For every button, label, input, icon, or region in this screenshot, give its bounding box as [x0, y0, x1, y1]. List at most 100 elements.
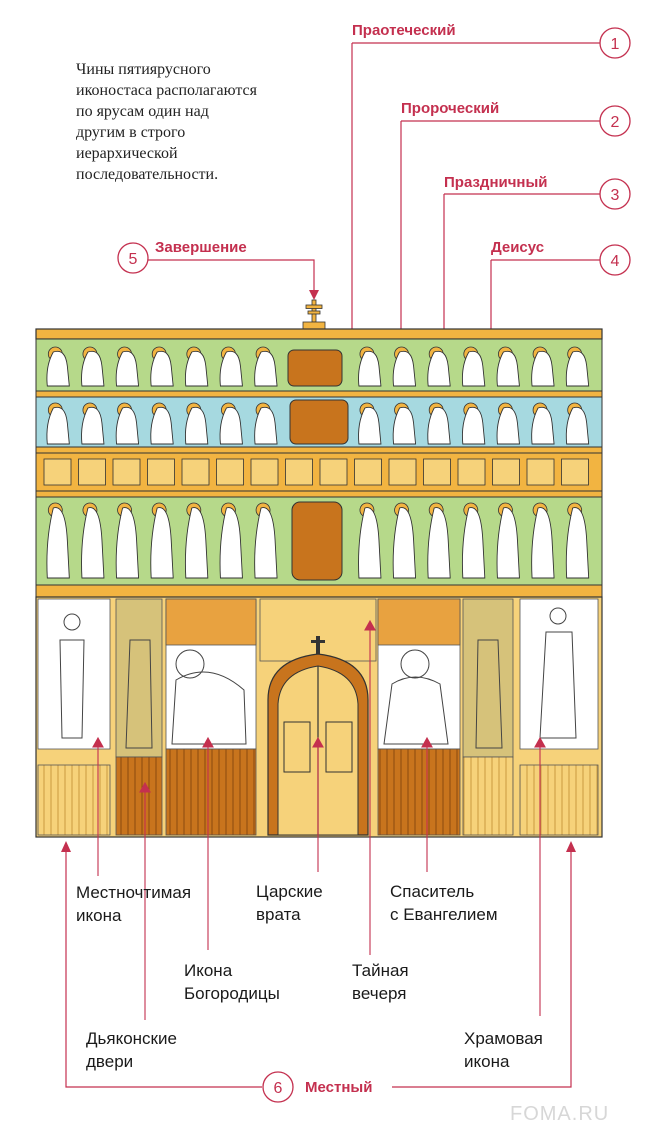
figures-row-deesis — [46, 502, 590, 579]
tier-4-label: Деисус — [491, 239, 544, 256]
feast-icons-row — [43, 458, 589, 486]
deacon-door-left — [115, 598, 163, 758]
saint-figure — [427, 507, 451, 579]
deacon-door-right — [462, 598, 514, 758]
caption-theotokos-icon: Икона Богородицы — [184, 961, 280, 1003]
caption-temple-icon: Храмовая икона — [464, 1029, 548, 1071]
tier-5-label: Завершение — [155, 239, 247, 256]
feast-icon — [526, 458, 555, 486]
intro-line: Чины пятиярусного — [76, 61, 211, 78]
saint-figure — [219, 507, 243, 579]
tier-2-number: 2 — [611, 114, 620, 131]
feast-icon — [181, 458, 210, 486]
caption-deacon-doors: Дьяконские двери — [86, 1029, 182, 1071]
feast-icon — [78, 458, 106, 486]
feast-icon — [423, 458, 451, 486]
tier-6-number: 6 — [274, 1080, 283, 1097]
feast-icon — [285, 458, 313, 486]
feast-icon — [250, 458, 279, 486]
saint-figure — [150, 350, 174, 387]
saint-figure — [115, 406, 140, 445]
saint-figure — [427, 406, 451, 445]
saint-figure — [115, 507, 140, 579]
saint-figure — [81, 507, 105, 579]
feast-icon — [561, 458, 589, 486]
saint-figure — [46, 406, 70, 445]
saint-figure — [358, 350, 382, 387]
intro-line: по ярусам один над — [76, 103, 209, 120]
saint-figure — [496, 406, 520, 445]
feast-icon — [457, 458, 486, 486]
saint-figure — [184, 406, 209, 445]
feast-icon — [147, 458, 175, 486]
tier-1-label: Праотеческий — [352, 22, 456, 39]
saint-figure — [254, 350, 278, 387]
saint-figure — [358, 406, 382, 445]
saint-figure — [531, 406, 555, 445]
tier-5-number: 5 — [129, 251, 138, 268]
saint-figure — [496, 350, 520, 387]
saint-figure — [461, 507, 486, 579]
intro-line: иконостаса располагаются — [76, 82, 258, 99]
saint-figure — [184, 507, 209, 579]
feast-icon — [319, 458, 348, 486]
intro-text: Чины пятиярусного иконостаса располагают… — [76, 61, 261, 183]
saint-figure — [254, 507, 278, 579]
saint-figure — [46, 350, 70, 387]
saint-figure — [531, 350, 555, 387]
tier-3-number: 3 — [611, 187, 620, 204]
saint-figure — [150, 406, 174, 445]
feast-icon — [388, 458, 417, 486]
figures-row-forefathers — [46, 346, 590, 387]
cross-icon — [302, 299, 326, 330]
iconostasis — [35, 299, 603, 838]
caption-last-supper: Тайная вечеря — [352, 961, 413, 1003]
saint-figure — [565, 507, 590, 579]
feast-icon — [354, 458, 382, 486]
saint-figure — [461, 406, 486, 445]
intro-line: другим в строго — [76, 124, 185, 141]
saint-figure — [358, 507, 382, 579]
tier-label-5: 5 Завершение — [117, 239, 319, 300]
saint-figure — [565, 406, 590, 445]
watermark: FOMA.RU — [510, 1103, 609, 1125]
saint-figure — [254, 406, 278, 445]
feast-icon — [216, 458, 244, 486]
caption-pointers — [92, 619, 546, 1020]
caption-local-icon: Местночтимая икона — [76, 883, 196, 925]
saint-figure — [531, 507, 555, 579]
intro-line: последовательности. — [76, 166, 218, 183]
saint-figure — [427, 350, 451, 387]
caption-royal-doors: Царские врата — [256, 882, 327, 924]
saint-figure — [59, 607, 577, 749]
saint-figure — [81, 406, 105, 445]
local-icon-panel — [37, 598, 111, 750]
saint-figure — [392, 507, 417, 579]
saint-figure — [392, 406, 417, 445]
saint-figure — [565, 350, 590, 387]
tier-1-number: 1 — [611, 36, 620, 53]
tier-label-6: 6 Местный — [61, 841, 576, 1103]
tier-6-label: Местный — [305, 1079, 372, 1096]
temple-icon-panel — [519, 598, 599, 750]
saint-figure — [392, 350, 417, 387]
tier-2-label: Пророческий — [401, 100, 499, 117]
intro-line: иерархической — [76, 145, 178, 162]
feast-icon — [492, 458, 520, 486]
tier-3-label: Праздничный — [444, 174, 548, 191]
saint-figure — [496, 507, 520, 579]
saint-figure — [184, 350, 209, 387]
tier-4-number: 4 — [611, 253, 620, 270]
saint-figure — [46, 507, 70, 579]
saint-figure — [219, 350, 243, 387]
saint-figure — [81, 350, 105, 387]
saint-figure — [115, 350, 140, 387]
caption-saviour: Спаситель с Евангелием — [390, 882, 498, 924]
saint-figure — [150, 507, 174, 579]
feast-icon — [43, 458, 72, 486]
feast-icon — [112, 458, 141, 486]
figures-row-prophets — [46, 402, 590, 445]
tier-label-1: Праотеческий 1 — [351, 22, 631, 342]
saint-figure — [219, 406, 243, 445]
